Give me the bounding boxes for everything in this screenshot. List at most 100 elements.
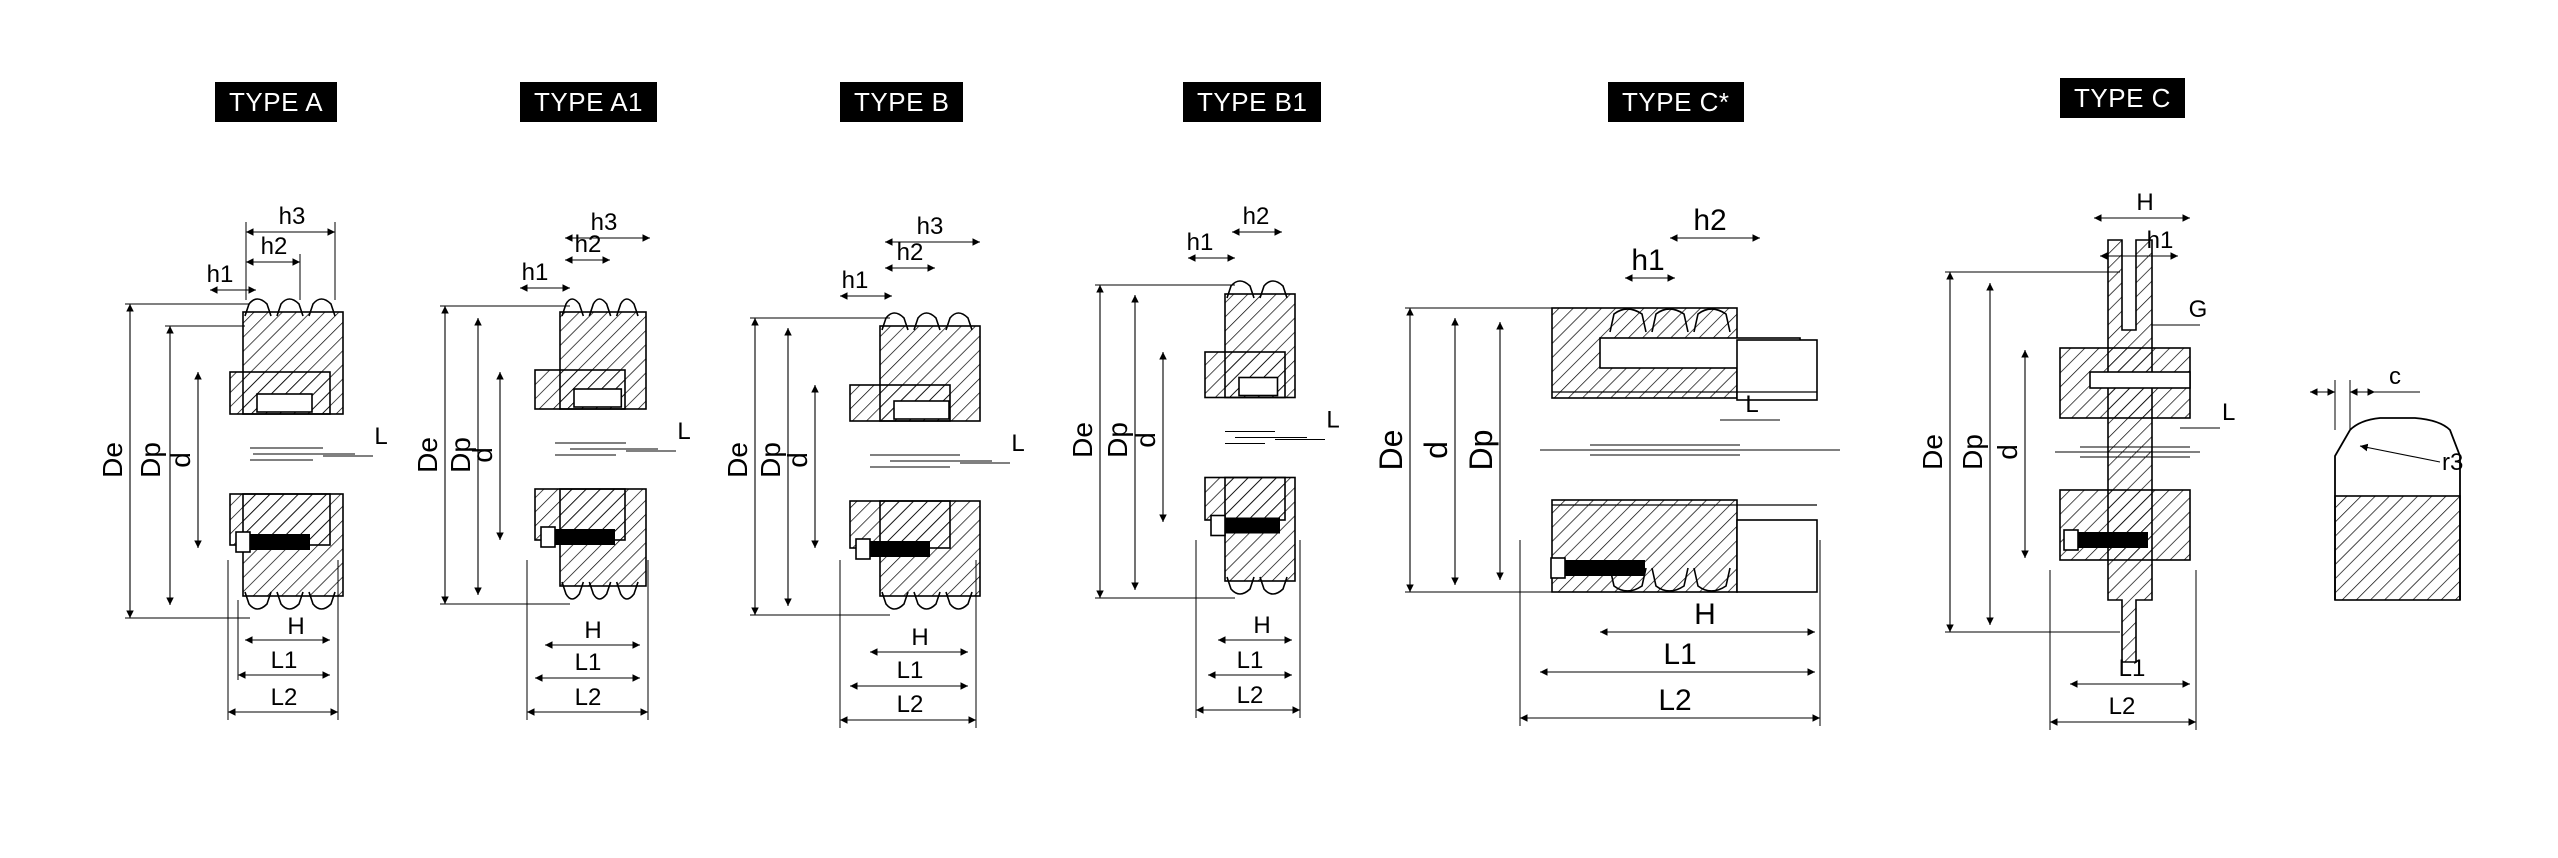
dimension-label-L: L xyxy=(1011,430,1024,457)
groove-tooth-bottom xyxy=(1609,567,1647,592)
dimension-label-de: De xyxy=(1067,422,1098,458)
screw-head xyxy=(1210,514,1226,537)
dimension-label-h2: h2 xyxy=(1243,203,1270,230)
set-screw xyxy=(250,534,310,550)
dimension-label-H: H xyxy=(1694,598,1716,631)
dimension-label-L2: L2 xyxy=(1237,682,1264,709)
dimension-label-H: H xyxy=(911,624,928,651)
keyway xyxy=(256,393,313,413)
dimension-label-L2: L2 xyxy=(271,684,298,711)
hub-section-upper xyxy=(1204,351,1286,399)
set-screw xyxy=(2078,532,2148,548)
dimension-label-dp: Dp xyxy=(445,437,476,473)
groove-tooth-bottom xyxy=(588,581,612,600)
groove-tooth-bottom xyxy=(945,591,973,610)
groove-tooth-bottom xyxy=(881,591,909,610)
keyway xyxy=(2089,371,2191,389)
sleeve-lower xyxy=(1736,519,1818,593)
keyway xyxy=(573,388,623,408)
dimension-label-h1: h1 xyxy=(1187,229,1214,256)
groove-tooth-bottom xyxy=(276,591,304,610)
dimension-label-L1: L1 xyxy=(1663,638,1696,671)
groove-profile xyxy=(2334,417,2461,600)
sleeve-upper xyxy=(1736,339,1818,401)
dimension-label-L1: L1 xyxy=(2119,655,2146,682)
dimension-label-h2: h2 xyxy=(1693,204,1726,237)
groove-tooth-top xyxy=(561,298,585,317)
screw-head xyxy=(235,531,251,553)
dimension-label-de: De xyxy=(722,442,753,478)
groove-tooth-bottom xyxy=(1693,567,1731,592)
dimension-label-h1: h1 xyxy=(522,259,549,286)
dimension-label-L: L xyxy=(677,418,690,445)
groove-tooth-bottom xyxy=(1226,576,1255,595)
dimension-label-dp: Dp xyxy=(1463,430,1499,471)
set-screw xyxy=(1565,560,1645,576)
groove-section xyxy=(2334,495,2461,601)
groove-tooth-top xyxy=(1226,280,1255,299)
hub-section-upper xyxy=(229,371,331,415)
type-b1-badge: TYPE B1 xyxy=(1183,82,1322,122)
dimension-label-L2: L2 xyxy=(2109,693,2136,720)
dimension-label-d: d xyxy=(165,452,196,468)
screw-head xyxy=(855,538,871,560)
dimension-label-H: H xyxy=(1253,612,1270,639)
groove-tooth-top xyxy=(1609,308,1647,333)
groove-tooth-top xyxy=(276,298,304,317)
dimension-label-G: G xyxy=(2189,296,2208,323)
dimension-label-de: De xyxy=(97,442,128,478)
dimension-label-L1: L1 xyxy=(1237,647,1264,674)
dimension-label-H: H xyxy=(287,613,304,640)
dimension-label-L2: L2 xyxy=(575,684,602,711)
dimension-label-d: d xyxy=(1992,444,2023,460)
groove-tooth-top xyxy=(588,298,612,317)
set-screw xyxy=(870,541,930,557)
screw-head xyxy=(540,526,556,548)
dimension-label-h1: h1 xyxy=(207,261,234,288)
drawing-groove-detail: cr3 xyxy=(2310,363,2463,601)
hub-section-lower xyxy=(1204,476,1286,521)
dimension-label-L: L xyxy=(1326,407,1339,434)
groove-tooth-bottom xyxy=(1259,576,1288,595)
keyway xyxy=(893,400,950,420)
dimension-label-dp: Dp xyxy=(135,442,166,478)
groove-tooth-bottom xyxy=(913,591,941,610)
dimension-label-H: H xyxy=(584,617,601,644)
type-a1-badge: TYPE A1 xyxy=(520,82,657,122)
groove-tooth-bottom xyxy=(561,581,585,600)
dimension-label-h2: h2 xyxy=(575,231,602,258)
groove-tooth-top xyxy=(615,298,639,317)
dimension-label-h2: h2 xyxy=(897,239,924,266)
dimension-label-dp: Dp xyxy=(1957,434,1988,470)
dimension-label-h3: h3 xyxy=(279,203,306,230)
type-a-badge: TYPE A xyxy=(215,82,338,122)
dimension-label-h1: h1 xyxy=(842,267,869,294)
flange-section xyxy=(2107,239,2153,663)
dimension-label-h1: h1 xyxy=(2147,227,2174,254)
screw-head xyxy=(1550,557,1566,579)
type-c-star-badge: TYPE C* xyxy=(1608,82,1744,122)
dimension-label-L1: L1 xyxy=(271,647,298,674)
groove-tooth-bottom xyxy=(308,591,336,610)
keyway xyxy=(1238,376,1279,397)
dimension-label-L: L xyxy=(2222,399,2235,426)
dimension-label-H: H xyxy=(2136,189,2153,216)
dimension-label-d: d xyxy=(467,447,498,463)
set-screw xyxy=(1225,517,1280,534)
dimension-label-r3: r3 xyxy=(2442,449,2463,476)
type-b-badge: TYPE B xyxy=(840,82,964,122)
leader-line-r3 xyxy=(2359,443,2441,463)
dimension-label-L1: L1 xyxy=(575,649,602,676)
groove-tooth-top xyxy=(1259,280,1288,299)
groove-tooth-top xyxy=(1693,308,1731,333)
hub-section-lower xyxy=(2059,489,2191,561)
dimension-label-L: L xyxy=(374,423,387,450)
type-c-badge: TYPE C xyxy=(2060,78,2185,118)
dimension-label-h1: h1 xyxy=(1631,244,1664,277)
